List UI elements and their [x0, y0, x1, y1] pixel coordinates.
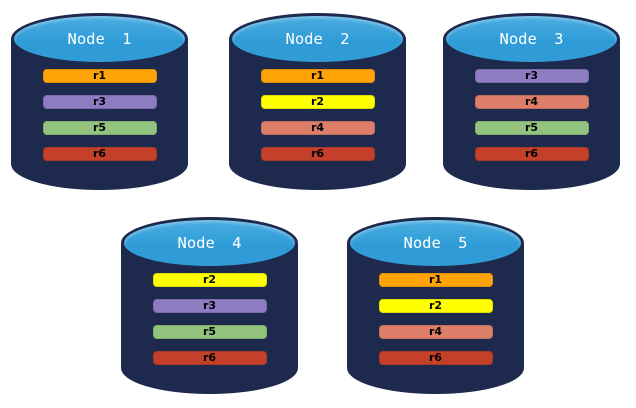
replica-bar: r5: [42, 121, 157, 135]
node-title: Node 4: [177, 234, 242, 252]
database-node: Node 5 r1 r2 r4 r6: [347, 217, 524, 394]
replica-bar: r2: [152, 273, 267, 287]
replica-bar: r6: [42, 147, 157, 161]
replica-bar: r6: [152, 351, 267, 365]
replica-bar: r2: [260, 95, 375, 109]
database-node: Node 3 r3 r4 r5 r6: [443, 13, 620, 190]
replica-list: r1 r3 r5 r6: [11, 69, 188, 161]
cylinder-top: Node 2: [229, 13, 406, 65]
replica-bar: r4: [474, 95, 589, 109]
replica-bar: r3: [474, 69, 589, 83]
replica-list: r1 r2 r4 r6: [229, 69, 406, 161]
replica-bar: r6: [260, 147, 375, 161]
replica-list: r1 r2 r4 r6: [347, 273, 524, 365]
node-title: Node 3: [499, 30, 564, 48]
replica-bar: r4: [378, 325, 493, 339]
replica-bar: r1: [260, 69, 375, 83]
replica-bar: r5: [152, 325, 267, 339]
cylinder-top: Node 1: [11, 13, 188, 65]
replica-list: r3 r4 r5 r6: [443, 69, 620, 161]
replica-bar: r6: [378, 351, 493, 365]
replica-list: r2 r3 r5 r6: [121, 273, 298, 365]
cylinder-top: Node 4: [121, 217, 298, 269]
replica-bar: r3: [42, 95, 157, 109]
replica-bar: r3: [152, 299, 267, 313]
node-title: Node 1: [67, 30, 132, 48]
node-title: Node 2: [285, 30, 350, 48]
replica-bar: r4: [260, 121, 375, 135]
replica-bar: r1: [42, 69, 157, 83]
database-node: Node 1 r1 r3 r5 r6: [11, 13, 188, 190]
replica-bar: r1: [378, 273, 493, 287]
replica-bar: r2: [378, 299, 493, 313]
cylinder-top: Node 3: [443, 13, 620, 65]
replica-bar: r5: [474, 121, 589, 135]
node-title: Node 5: [403, 234, 468, 252]
database-node: Node 4 r2 r3 r5 r6: [121, 217, 298, 394]
replica-bar: r6: [474, 147, 589, 161]
cylinder-top: Node 5: [347, 217, 524, 269]
database-node: Node 2 r1 r2 r4 r6: [229, 13, 406, 190]
